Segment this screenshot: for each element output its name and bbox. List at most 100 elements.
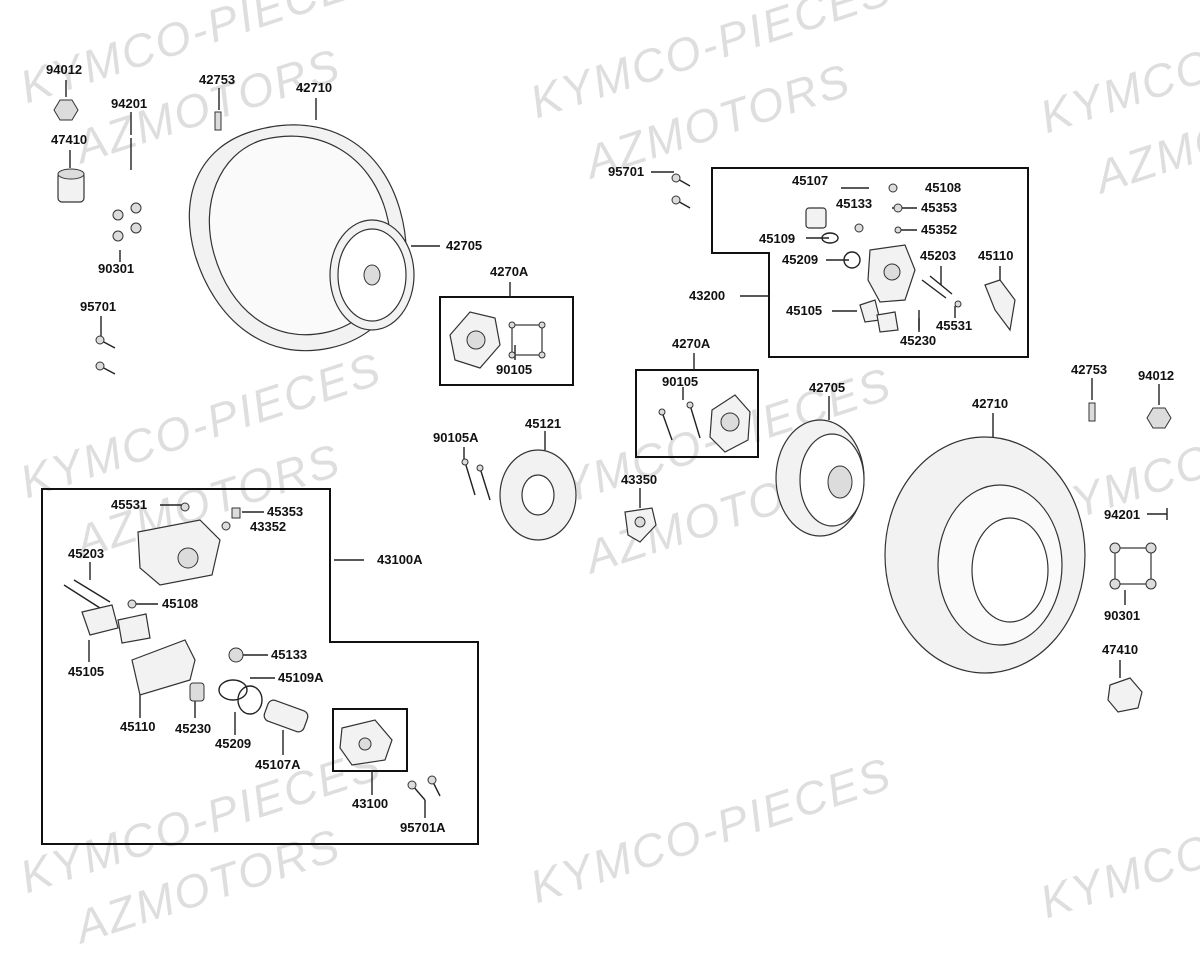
rim-42705-left — [329, 219, 415, 331]
part-label-45107A: 45107A — [255, 757, 301, 772]
part-label-45108-bottom: 45108 — [162, 596, 199, 611]
studs-90105-right — [658, 401, 701, 441]
pin-45230-bottom — [189, 682, 205, 702]
part-label-47410-right: 47410 — [1102, 642, 1139, 657]
spring-45531-right — [954, 300, 962, 308]
exploded-parts-diagram — [41, 80, 1172, 845]
part-label-43100A: 43100A — [377, 552, 423, 567]
part-label-90105-right: 90105 — [662, 374, 699, 389]
part-label-45531-right: 45531 — [936, 318, 973, 333]
pins-45203-right — [921, 275, 953, 299]
cap-45352-right — [894, 226, 902, 234]
part-label-94201-right: 94201 — [1104, 507, 1141, 522]
caliper-body-right — [867, 244, 916, 303]
part-label-45109-right: 45109 — [759, 231, 796, 246]
bleeder-45353-right — [893, 203, 903, 213]
cap-47410-right — [1107, 677, 1143, 713]
rim-42705-right — [775, 419, 865, 537]
part-label-45353-bottom: 45353 — [267, 504, 304, 519]
caliper-43100 — [339, 719, 393, 766]
cap-43352 — [221, 521, 231, 531]
disc-45121 — [499, 449, 577, 541]
part-label-94012-left: 94012 — [46, 62, 83, 77]
part-label-43350: 43350 — [621, 472, 658, 487]
part-label-45110-bottom: 45110 — [120, 719, 156, 734]
part-label-43100: 43100 — [352, 796, 389, 811]
part-label-43200: 43200 — [689, 288, 726, 303]
part-label-45109A: 45109A — [278, 670, 324, 685]
seal-45209-right — [843, 251, 861, 269]
bolts-95701-right — [671, 173, 691, 209]
nuts-90301-left — [112, 202, 142, 242]
part-label-90105A: 90105A — [433, 430, 479, 445]
seal-45209-bottom — [237, 685, 263, 715]
bleeder-45353-bottom — [231, 507, 241, 519]
bolts-95701A — [407, 775, 441, 801]
nut-45133-right — [854, 223, 864, 233]
box-43100A — [41, 488, 479, 845]
part-label-95701A: 95701A — [400, 820, 446, 835]
part-label-42753-right: 42753 — [1071, 362, 1108, 377]
part-label-47410-left: 47410 — [51, 132, 88, 147]
seal-45109-right — [821, 232, 839, 244]
nuts-90301-right — [1109, 542, 1157, 590]
part-label-45121: 45121 — [525, 416, 562, 431]
pads-45105-bottom — [81, 604, 151, 644]
bolt-45108-right — [888, 183, 898, 193]
part-label-94201-left: 94201 — [111, 96, 148, 111]
bushing-45107-right — [805, 207, 827, 229]
part-label-45230-bottom: 45230 — [175, 721, 212, 736]
part-label-45110-right: 45110 — [978, 248, 1014, 263]
part-label-4270A-right: 4270A — [672, 336, 711, 351]
bracket-45110-right — [984, 279, 1016, 332]
box-43100 — [332, 708, 408, 772]
part-label-90301-right: 90301 — [1104, 608, 1141, 623]
seal-45109A — [218, 679, 248, 701]
caliper-body-bottom — [137, 519, 221, 586]
part-label-42710-left: 42710 — [296, 80, 333, 95]
part-label-45203-right: 45203 — [920, 248, 957, 263]
studs-90105-left — [508, 321, 546, 359]
part-label-42710-right: 42710 — [972, 396, 1009, 411]
part-label-45352-right: 45352 — [921, 222, 958, 237]
nut-45133-bottom — [228, 647, 244, 663]
bolt-45108-bottom — [127, 599, 137, 609]
hub-4270A-left — [449, 311, 501, 369]
hub-4270A-right — [709, 394, 751, 453]
nut-94012-left — [53, 99, 79, 121]
pads-45105-right — [859, 299, 899, 333]
part-label-45107-right: 45107 — [792, 173, 829, 188]
part-label-45105-bottom: 45105 — [68, 664, 105, 679]
knuckle-43350 — [624, 507, 657, 543]
part-label-45230-right: 45230 — [900, 333, 937, 348]
part-label-42705-right: 42705 — [809, 380, 846, 395]
part-label-95701-right: 95701 — [608, 164, 645, 179]
valve-42753-left — [214, 111, 222, 131]
bolts-95701-left — [95, 335, 116, 375]
part-label-45133-bottom: 45133 — [271, 647, 308, 662]
spring-45531-bottom — [180, 502, 190, 512]
part-label-90301-left: 90301 — [98, 261, 135, 276]
tire-42710-right — [884, 436, 1086, 674]
part-label-45133-right: 45133 — [836, 196, 873, 211]
cap-47410-left — [57, 168, 85, 203]
pins-45203-bottom — [63, 579, 111, 609]
part-label-45203-bottom: 45203 — [68, 546, 105, 561]
part-label-90105-left: 90105 — [496, 362, 533, 377]
part-label-45105-right: 45105 — [786, 303, 823, 318]
part-label-43352: 43352 — [250, 519, 287, 534]
part-label-4270A-left: 4270A — [490, 264, 529, 279]
box-4270A-right — [635, 369, 759, 458]
bracket-45110-bottom — [131, 639, 196, 696]
studs-90105A — [461, 458, 491, 501]
nut-94012-right — [1146, 407, 1172, 429]
part-label-45353-right: 45353 — [921, 200, 958, 215]
part-label-45108-right: 45108 — [925, 180, 962, 195]
part-label-94012-right: 94012 — [1138, 368, 1175, 383]
part-label-42705-left: 42705 — [446, 238, 483, 253]
part-label-45209-right: 45209 — [782, 252, 819, 267]
box-43200 — [711, 167, 1029, 358]
box-4270A-left — [439, 296, 574, 386]
part-label-95701-left: 95701 — [80, 299, 117, 314]
part-label-45531-bottom: 45531 — [111, 497, 148, 512]
